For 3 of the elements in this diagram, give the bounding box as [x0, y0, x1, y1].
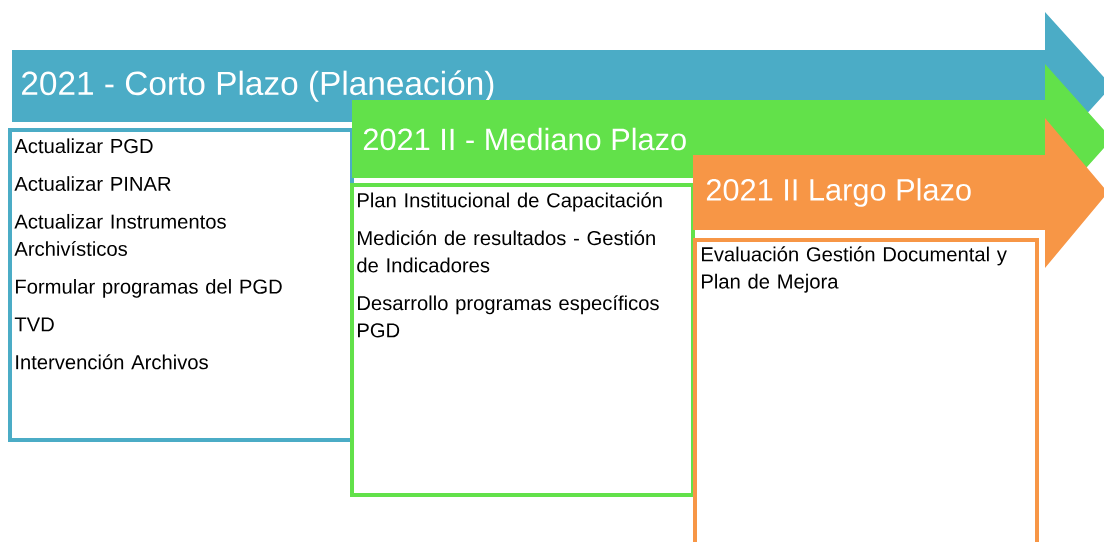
- list-box: Plan Institucional de Capacitación Medición de resultados - Gestión de Indicadores Desarrollo programas específicos PGD: [350, 183, 695, 497]
- list-box: Evaluación Gestión Documental y Plan de Mejora: [693, 238, 1039, 542]
- list-box: Actualizar PGD Actualizar PINAR Actualizar Instrumentos Archivísticos Formular programas del PGD TVD Intervención Archivos: [8, 128, 354, 442]
